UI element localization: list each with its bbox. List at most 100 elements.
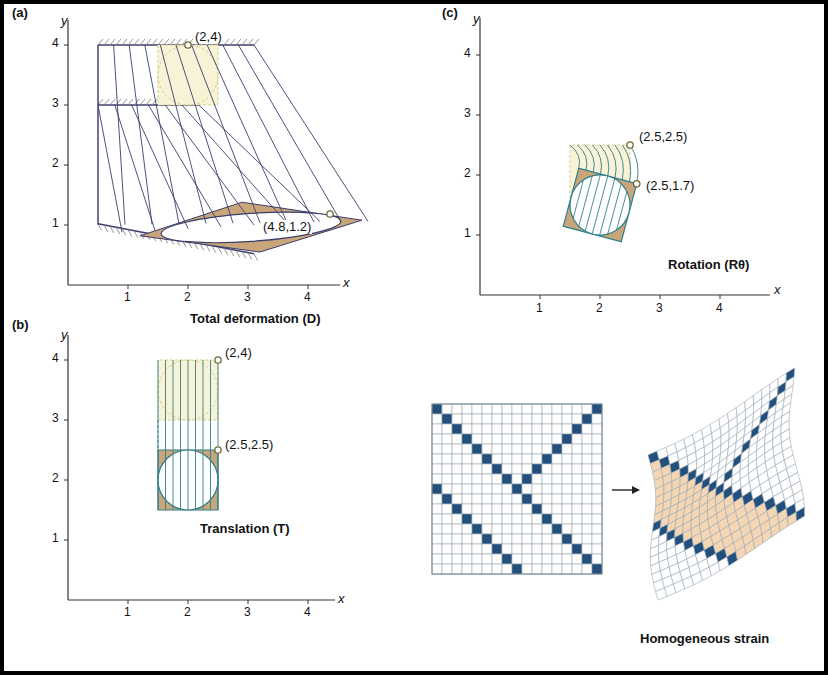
arrow-head bbox=[632, 486, 640, 494]
grid-cell bbox=[432, 544, 442, 554]
grid-cell bbox=[472, 484, 482, 494]
tick-number: 4 bbox=[304, 291, 311, 304]
particle-path bbox=[592, 176, 608, 234]
axis-label: x bbox=[338, 592, 345, 606]
plate-hatching bbox=[230, 249, 234, 256]
grid-cell bbox=[442, 454, 452, 464]
plate-hatching bbox=[134, 231, 138, 238]
particle-path bbox=[615, 145, 623, 180]
grid-cell bbox=[512, 554, 522, 564]
grid-cell bbox=[502, 544, 512, 554]
grid-cell bbox=[532, 484, 542, 494]
grid-cell bbox=[432, 414, 442, 424]
grid-cell bbox=[472, 404, 482, 414]
grid-cell bbox=[552, 514, 562, 524]
grid-cell bbox=[552, 504, 562, 514]
grid-cell bbox=[432, 564, 442, 574]
particle-path bbox=[585, 145, 594, 172]
grid-cell bbox=[482, 544, 492, 554]
tick-number: 3 bbox=[244, 606, 251, 619]
grid-cell bbox=[582, 494, 592, 504]
axis-tick bbox=[720, 295, 721, 299]
particle-path bbox=[182, 105, 287, 223]
grid-cell bbox=[532, 554, 542, 564]
grid-cell bbox=[502, 524, 512, 534]
particle-path bbox=[585, 175, 600, 231]
particle-path bbox=[129, 45, 152, 224]
grid-cell bbox=[562, 464, 572, 474]
grid-cell bbox=[532, 454, 542, 464]
grid-cell bbox=[442, 524, 452, 534]
plate-hatching bbox=[98, 224, 102, 231]
axis-tick bbox=[600, 295, 601, 299]
strained-square bbox=[140, 202, 362, 252]
y-axis bbox=[67, 335, 68, 600]
grid-cell bbox=[502, 504, 512, 514]
grid-cell bbox=[502, 554, 512, 564]
grid-cell bbox=[442, 554, 452, 564]
grid-cell bbox=[452, 554, 462, 564]
tick-number: 4 bbox=[52, 352, 59, 365]
grid-cell bbox=[582, 404, 592, 414]
grid-cell bbox=[532, 404, 542, 414]
coordinate-label: (4.8,1.2) bbox=[262, 220, 312, 234]
grid-cell bbox=[442, 414, 452, 424]
grid-cell bbox=[492, 424, 502, 434]
tick-number: 2 bbox=[184, 606, 191, 619]
particle-path bbox=[158, 420, 159, 450]
grid-cell bbox=[572, 514, 582, 524]
particle-path bbox=[578, 145, 587, 170]
grid-cell bbox=[522, 414, 532, 424]
grid-cell bbox=[522, 534, 532, 544]
grid-cell bbox=[522, 524, 532, 534]
plate-hatching bbox=[110, 226, 114, 233]
grid-cell bbox=[482, 464, 492, 474]
grid-cell bbox=[562, 504, 572, 514]
grid-cell bbox=[542, 434, 552, 444]
plate-hatching bbox=[116, 39, 121, 45]
grid-cell bbox=[482, 554, 492, 564]
tick-number: 1 bbox=[124, 291, 131, 304]
grid-cell bbox=[552, 534, 562, 544]
rotated-circle bbox=[563, 168, 636, 241]
grid-cell bbox=[552, 474, 562, 484]
grid-cell bbox=[472, 424, 482, 434]
grid-cell bbox=[502, 454, 512, 464]
grid-cell bbox=[771, 523, 780, 537]
grid-cell bbox=[462, 454, 472, 464]
particle-path bbox=[165, 105, 254, 225]
grid-cell bbox=[522, 404, 532, 414]
grid-cell bbox=[572, 434, 582, 444]
grid-cell bbox=[582, 524, 592, 534]
plate-hatching bbox=[98, 99, 103, 105]
axis-tick bbox=[64, 540, 68, 541]
coordinate-label: (2.5,1.7) bbox=[645, 179, 695, 193]
tick-number: 2 bbox=[52, 157, 59, 170]
grid-cell bbox=[512, 544, 522, 554]
grid-cell bbox=[462, 494, 472, 504]
grid-cell bbox=[562, 444, 572, 454]
grid-cell bbox=[562, 434, 572, 444]
grid-cell bbox=[762, 528, 772, 542]
grid-cell bbox=[592, 504, 602, 514]
plate-hatching bbox=[158, 39, 163, 45]
grid-cell bbox=[562, 454, 572, 464]
grid-cell bbox=[462, 504, 472, 514]
grid-cell bbox=[462, 484, 472, 494]
grid-cell bbox=[592, 464, 602, 474]
grid-cell bbox=[512, 454, 522, 464]
grid-cell bbox=[502, 404, 512, 414]
coordinate-label: (2.5,2.5) bbox=[638, 130, 688, 144]
grid-cell bbox=[562, 564, 572, 574]
tick-number: 4 bbox=[464, 47, 471, 60]
grid-cell bbox=[482, 524, 492, 534]
particle-path bbox=[623, 145, 631, 182]
grid-cell bbox=[562, 534, 572, 544]
grid-cell bbox=[552, 434, 562, 444]
grid-cell bbox=[482, 484, 492, 494]
grid-cell bbox=[512, 504, 522, 514]
tick-number: 1 bbox=[124, 606, 131, 619]
grid-cell bbox=[552, 404, 562, 414]
tick-number: 2 bbox=[596, 302, 603, 315]
grid-cell bbox=[532, 424, 542, 434]
